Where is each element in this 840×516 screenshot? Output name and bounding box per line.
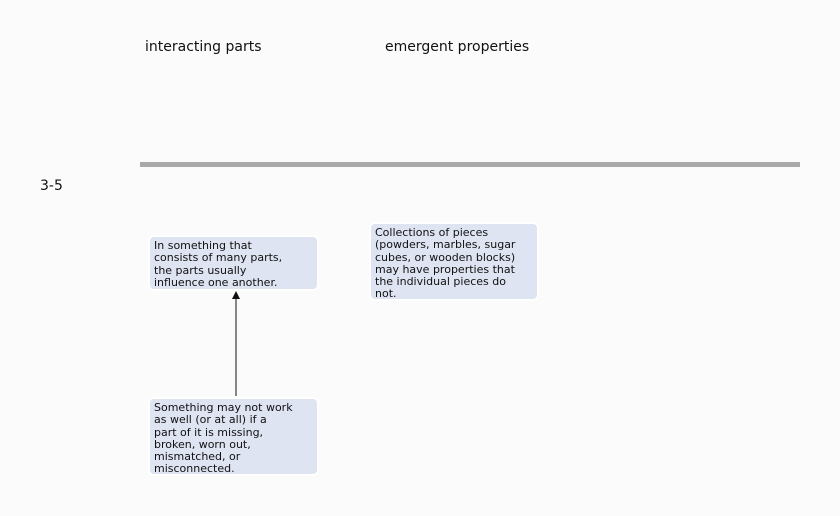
arrowhead-icon <box>232 291 240 299</box>
row-label-grade-band: 3-5 <box>40 178 63 194</box>
node-collections-properties[interactable]: Collections of pieces (powders, marbles,… <box>369 222 539 301</box>
node-missing-part[interactable]: Something may not work as well (or at al… <box>148 397 319 476</box>
column-header-emergent-properties: emergent properties <box>385 39 530 55</box>
node-parts-influence[interactable]: In something that consists of many parts… <box>148 235 319 291</box>
column-header-interacting-parts: interacting parts <box>145 39 262 55</box>
header-divider <box>140 162 800 167</box>
